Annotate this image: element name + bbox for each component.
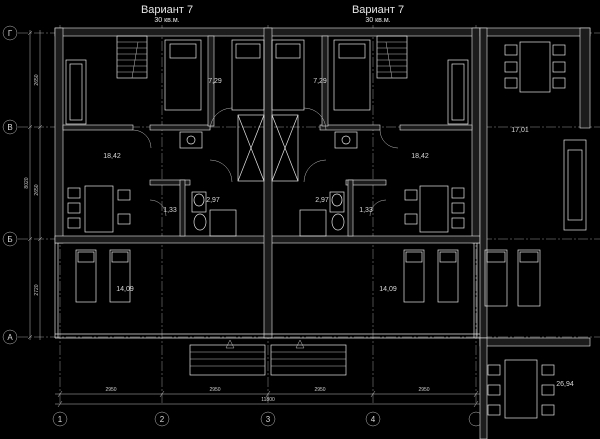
row-axis-label: Б: [7, 235, 12, 244]
bathroom-fixtures: [179, 131, 358, 237]
column-axis-bubble: [154, 411, 170, 427]
room-area: 17,01: [511, 127, 529, 134]
variant-title: Вариант 7: [141, 4, 193, 16]
room-area: 26,94: [556, 381, 574, 388]
column-axis-label: 3: [266, 415, 271, 424]
column-axis-bubble: [365, 411, 381, 427]
column-axis-label: 2: [160, 415, 165, 424]
row-axis-bubble: [2, 329, 18, 345]
room-area: 2,97: [206, 197, 220, 204]
room-area: 14,09: [379, 286, 397, 293]
left-dimensions: 2650 8020 2650 2720: [24, 30, 43, 340]
room-area: 2,97: [315, 197, 329, 204]
dimension-label: 2650: [34, 74, 40, 85]
interior-stairs: [116, 35, 408, 79]
total-dimension-label: 11800: [261, 397, 275, 403]
terrace-loungers: [75, 249, 541, 307]
dimension-label: 2950: [209, 387, 220, 393]
column-axis-bubble: [260, 411, 276, 427]
row-axis-label: Г: [8, 29, 13, 38]
variant-area: 30 кв.м.: [365, 17, 390, 24]
variant-area: 30 кв.м.: [154, 17, 179, 24]
dimension-label: 2720: [34, 284, 40, 295]
room-area: 1,33: [163, 207, 177, 214]
dimension-label: 2950: [314, 387, 325, 393]
dimension-label: 2950: [105, 387, 116, 393]
room-area: 7,29: [208, 78, 222, 85]
axis-grid: [18, 25, 600, 405]
column-axis-bubble: [52, 411, 68, 427]
bottom-dimensions: 2950 2950 2950 2950 11800: [55, 387, 480, 408]
center-shaft: [237, 114, 299, 182]
room-area-labels: 7,29 7,29 18,42 18,42 2,97 2,97 1,33 1,3…: [103, 78, 574, 388]
entrance-stairs: [189, 339, 347, 376]
row-axis-bubble: [2, 25, 18, 41]
room-area: 18,42: [103, 153, 121, 160]
row-axis-markers: Г В Б А: [2, 25, 18, 345]
sofas: [65, 59, 587, 231]
doors: [132, 107, 399, 217]
room-area: 14,09: [116, 286, 134, 293]
dining-tables: [67, 41, 566, 419]
beds: [164, 39, 371, 111]
room-area: 1,33: [359, 207, 373, 214]
row-axis-label: В: [7, 123, 12, 132]
walls: [54, 27, 591, 439]
column-axis-label: 1: [58, 415, 63, 424]
room-area: 7,29: [313, 78, 327, 85]
terrace: [54, 243, 480, 339]
variant-title: Вариант 7: [352, 4, 404, 16]
variant-titles: Вариант 7 30 кв.м. Вариант 7 30 кв.м.: [141, 4, 404, 24]
total-dimension-label: 8020: [24, 177, 30, 188]
room-area: 18,42: [411, 153, 429, 160]
dimension-label: 2650: [34, 184, 40, 195]
column-axis-markers: 1 2 3 4: [52, 411, 484, 427]
dimension-label: 2950: [418, 387, 429, 393]
row-axis-label: А: [7, 333, 13, 342]
row-axis-bubble: [2, 119, 18, 135]
row-axis-bubble: [2, 231, 18, 247]
column-axis-label: 4: [371, 415, 376, 424]
